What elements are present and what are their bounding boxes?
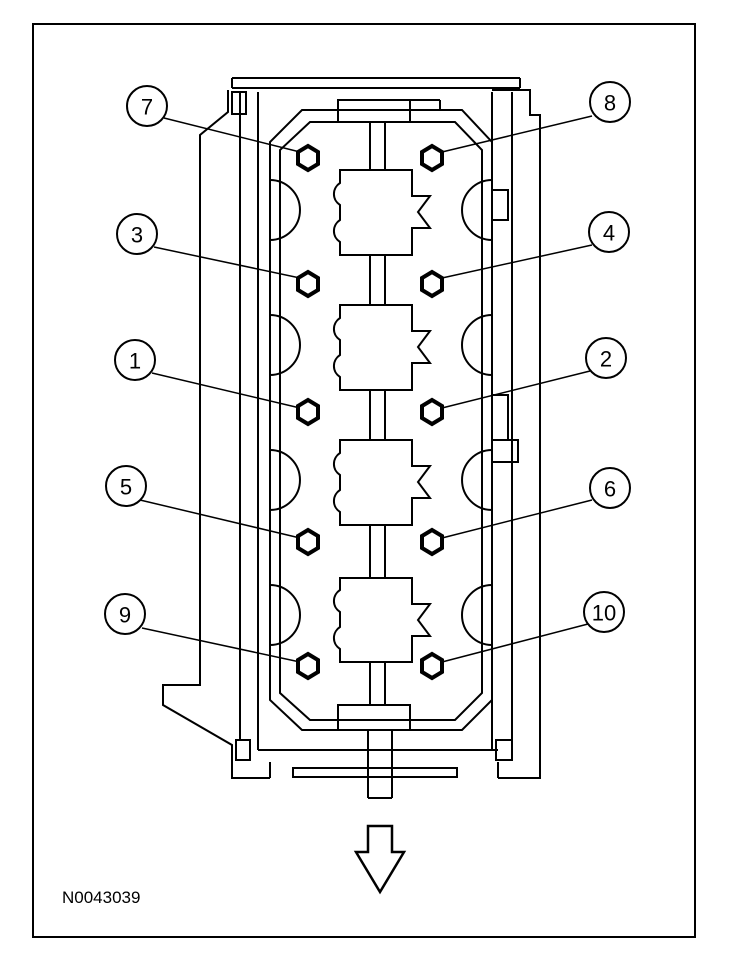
callout-label-10: 10 [592, 601, 616, 626]
bolt-1 [296, 397, 320, 427]
bearing-caps [333, 169, 432, 663]
callout-10 [583, 591, 625, 633]
bolt-9 [296, 651, 320, 681]
callout-1 [114, 339, 156, 381]
callout-label-1: 1 [129, 349, 141, 374]
callout-6 [589, 467, 631, 509]
callout-9 [104, 593, 146, 635]
bolt-7 [296, 143, 320, 173]
callout-4 [588, 211, 630, 253]
bolt-4 [420, 269, 444, 299]
callout-label-7: 7 [141, 95, 153, 120]
callout-label-2: 2 [600, 347, 612, 372]
block-housing [162, 77, 541, 779]
bolt-6 [420, 527, 444, 557]
diagram-frame [32, 23, 696, 938]
head-bolts [296, 143, 444, 681]
callout-8 [589, 81, 631, 123]
callout-circles [104, 81, 631, 635]
cylinder-head-outline [269, 109, 493, 731]
chamber-arcs [269, 179, 493, 646]
bolt-2 [420, 397, 444, 427]
camshaft [292, 99, 458, 799]
callout-2 [585, 337, 627, 379]
callout-label-5: 5 [120, 475, 132, 500]
leader-lines [139, 115, 593, 663]
figure-code: N0043039 [62, 888, 141, 907]
callout-5 [105, 465, 147, 507]
callout-label-4: 4 [603, 221, 615, 246]
bolt-8 [420, 143, 444, 173]
bolt-10 [420, 651, 444, 681]
callout-7 [126, 85, 168, 127]
bolt-3 [296, 269, 320, 299]
callout-label-3: 3 [131, 223, 143, 248]
front-direction-arrow-icon [353, 824, 407, 895]
callout-label-8: 8 [604, 91, 616, 116]
callout-label-9: 9 [119, 603, 131, 628]
callout-labels: 7 8 3 4 1 2 5 6 9 10 [119, 91, 616, 628]
callout-3 [116, 213, 158, 255]
bolt-5 [296, 527, 320, 557]
callout-label-6: 6 [604, 477, 616, 502]
